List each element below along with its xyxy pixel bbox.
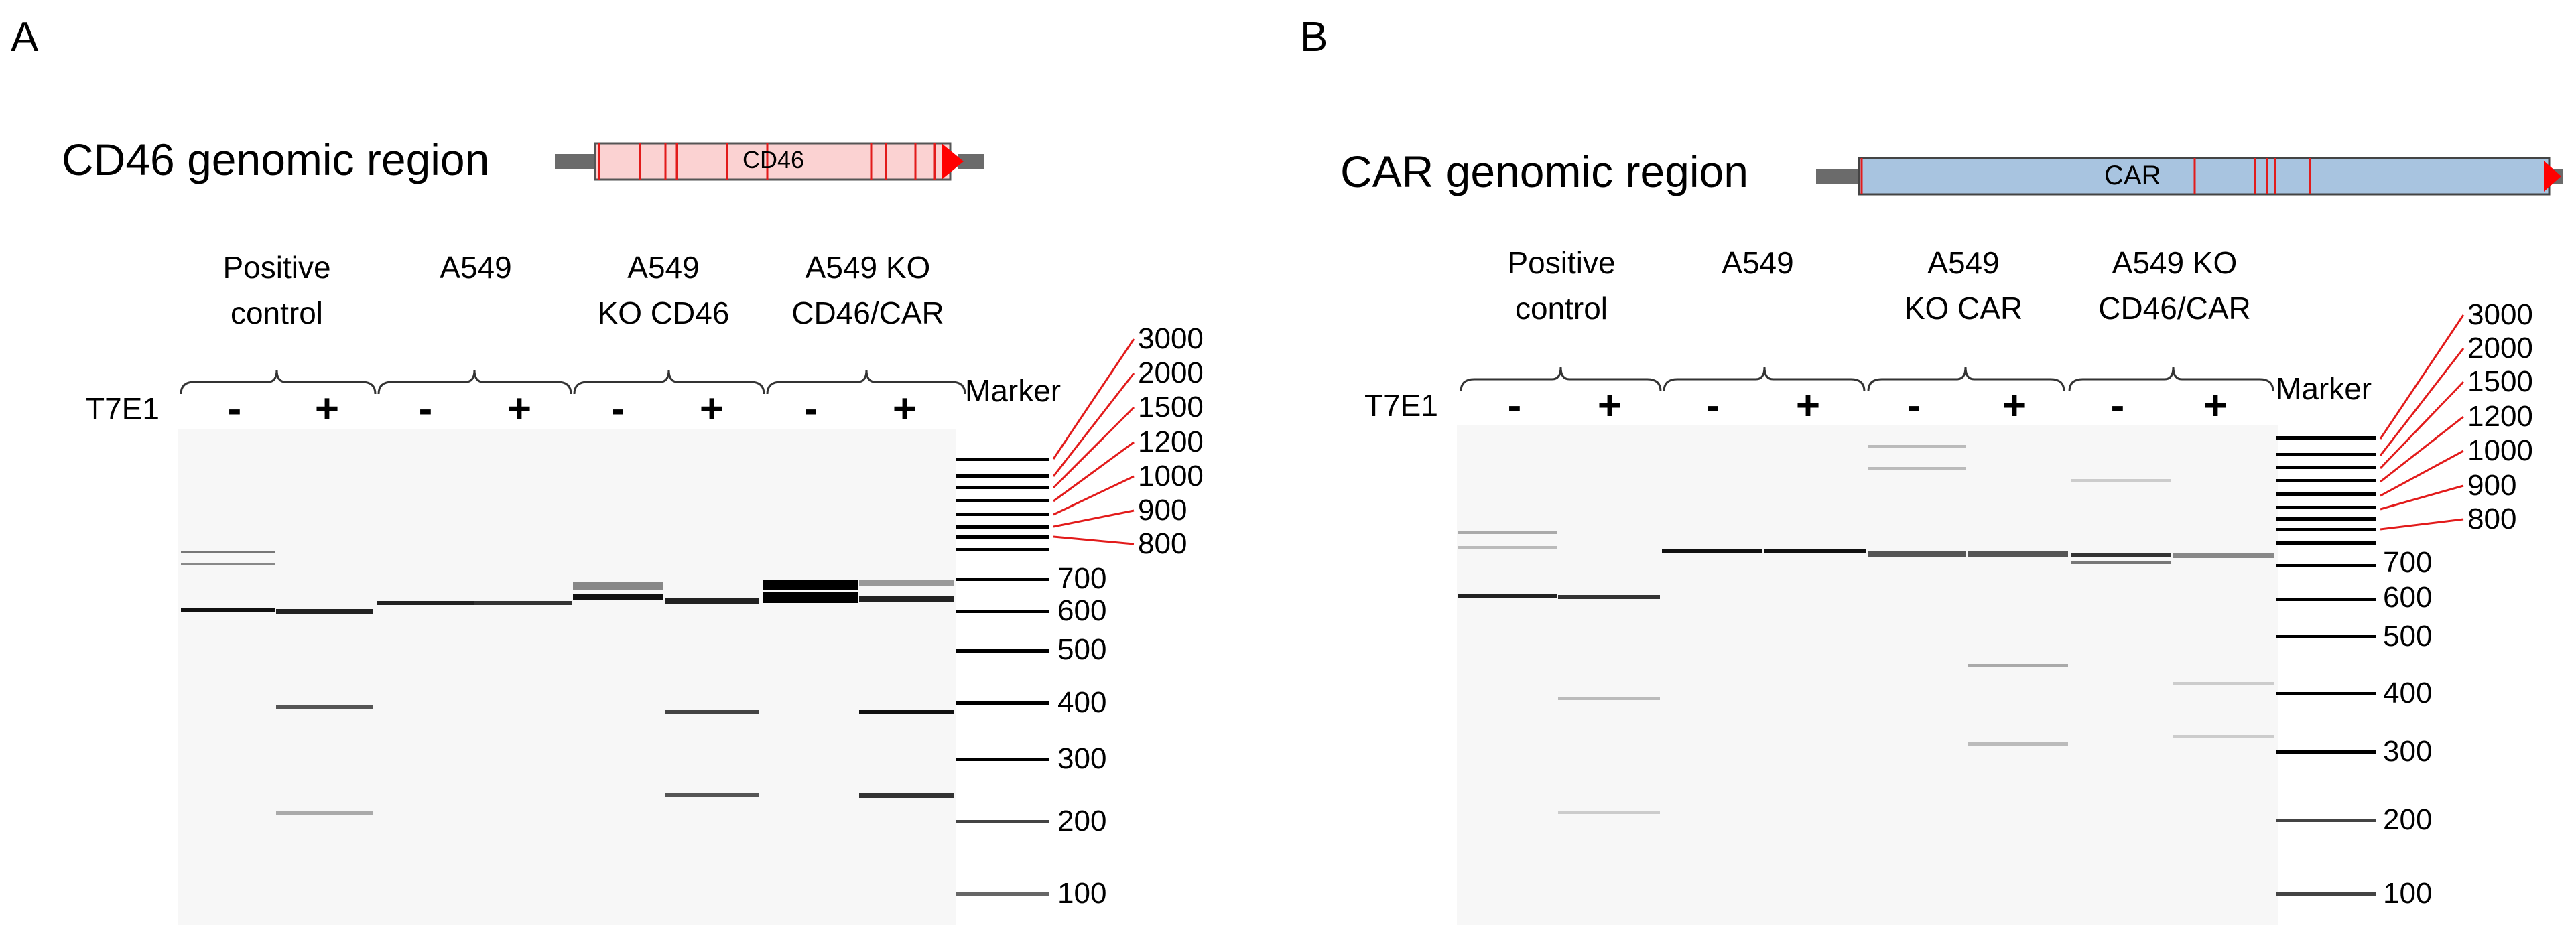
panel-a-lane-1 [181, 551, 275, 612]
panel-a-callout-800: 800 [1138, 527, 1187, 560]
panel-b-lane-8-sign: + [2203, 383, 2228, 429]
panel-a-callout-1500: 1500 [1138, 391, 1204, 423]
panel-b-lane-3-sign: - [1705, 383, 1720, 429]
panel-b-lane-5 [1868, 445, 1966, 557]
panel-b-ladder-300: 300 [2383, 735, 2433, 768]
car-exon-lines [1860, 158, 2311, 194]
panel-b-callout-1200: 1200 [2467, 400, 2533, 433]
panel-a-ladder-100: 100 [1057, 877, 1107, 910]
panel-a-lane-2-sign: + [314, 386, 340, 432]
panel-a-lane-4 [474, 601, 572, 605]
cd46-right-flank [958, 154, 984, 169]
panel-a-marker-label: Marker [965, 373, 1061, 408]
panel-b-marker-label: Marker [2276, 371, 2372, 406]
panel-a-lane-5 [573, 582, 663, 600]
panel-a-gel [178, 429, 956, 925]
car-left-flank [1816, 169, 1862, 184]
panel-a-callout-900: 900 [1138, 494, 1187, 527]
panel-a-lane-4-sign: + [507, 386, 532, 432]
panel-a-lane-7-sign: - [803, 386, 818, 432]
panel-a-ladder-400: 400 [1057, 686, 1107, 719]
car-arrow-icon [2544, 161, 2561, 192]
panel-a-title: CD46 genomic region [62, 135, 490, 184]
panel-b-callout-2000: 2000 [2467, 332, 2533, 364]
panel-a-group-2: A549 [440, 250, 512, 285]
cd46-arrow-icon [942, 143, 964, 180]
cd46-left-flank [555, 154, 602, 169]
panel-a-lane-3 [377, 601, 474, 605]
panel-a-callout-2000: 2000 [1138, 356, 1204, 389]
panel-b-lane-3 [1662, 549, 1762, 553]
panel-a-lane-1-sign: - [227, 386, 242, 432]
cd46-exon-lines [598, 143, 936, 180]
panel-b-callout-900: 900 [2467, 469, 2517, 502]
panel-b-ladder-400: 400 [2383, 677, 2433, 710]
panel-a-letter: A [11, 14, 39, 60]
panel-b-ladder-500: 500 [2383, 620, 2433, 653]
panel-b-ladder [2276, 436, 2376, 896]
panel-b-group-2: A549 [1722, 245, 1794, 280]
panel-b-ladder-200: 200 [2383, 803, 2433, 836]
panel-b-ladder-100: 100 [2383, 877, 2433, 910]
panel-b-lane-7-sign: - [2110, 383, 2125, 429]
panel-b-title: CAR genomic region [1340, 147, 1748, 196]
panel-a-lane-8-sign: + [892, 386, 917, 432]
panel-b-lane-4-sign: + [1795, 383, 1821, 429]
panel-b-lane-8 [2173, 553, 2274, 738]
panel-b-lane-2 [1558, 595, 1660, 814]
panel-a-lane-3-sign: - [418, 386, 433, 432]
panel-a-ladder [956, 458, 1049, 896]
panel-b-lane-1-sign: - [1507, 383, 1522, 429]
panel-a-lane-6-sign: + [699, 386, 724, 432]
panel-a-lane-7 [763, 580, 858, 603]
panel-a-callout-3000: 3000 [1138, 322, 1204, 355]
panel-b-ladder-700: 700 [2383, 546, 2433, 579]
panel-b-lane-2-sign: + [1597, 383, 1622, 429]
panel-b-lane-6 [1968, 551, 2068, 746]
car-gene-label: CAR [2104, 161, 2161, 190]
panel-a-callout-lines [1052, 338, 1135, 545]
cd46-gene-label: CD46 [743, 146, 805, 174]
panel-b-t7e1-label: T7E1 [1364, 388, 1438, 423]
panel-a-callout-1200: 1200 [1138, 425, 1204, 458]
panel-b-callout-800: 800 [2467, 502, 2517, 535]
panel-b-letter: B [1300, 14, 1328, 60]
panel-b-callout-1500: 1500 [2467, 365, 2533, 398]
panel-a-lane-6 [665, 598, 759, 797]
panel-b-callout-3000: 3000 [2467, 298, 2533, 331]
panel-a-lane-2 [276, 609, 373, 815]
panel-b-lane-5-sign: - [1907, 383, 1921, 429]
panel-b-lane-7 [2071, 479, 2171, 564]
panel-b-callout-lines [2379, 314, 2465, 531]
panel-a-lane-5-sign: - [610, 386, 625, 432]
panel-a-lane-8 [859, 580, 954, 798]
panel-b-lane-6-sign: + [2002, 383, 2027, 429]
panel-a-ladder-600: 600 [1057, 594, 1107, 627]
panel-a-ladder-300: 300 [1057, 742, 1107, 775]
panel-b-ladder-600: 600 [2383, 581, 2433, 614]
panel-b-callout-1000: 1000 [2467, 434, 2533, 467]
panel-a-ladder-200: 200 [1057, 805, 1107, 837]
panel-b-lane-4 [1764, 549, 1866, 553]
panel-a-t7e1-label: T7E1 [86, 391, 159, 426]
panel-b-gel [1457, 425, 2278, 925]
panel-a-ladder-700: 700 [1057, 562, 1107, 595]
panel-b-lane-1 [1458, 531, 1557, 598]
panel-a-ladder-500: 500 [1057, 633, 1107, 666]
panel-a-callout-1000: 1000 [1138, 460, 1204, 492]
